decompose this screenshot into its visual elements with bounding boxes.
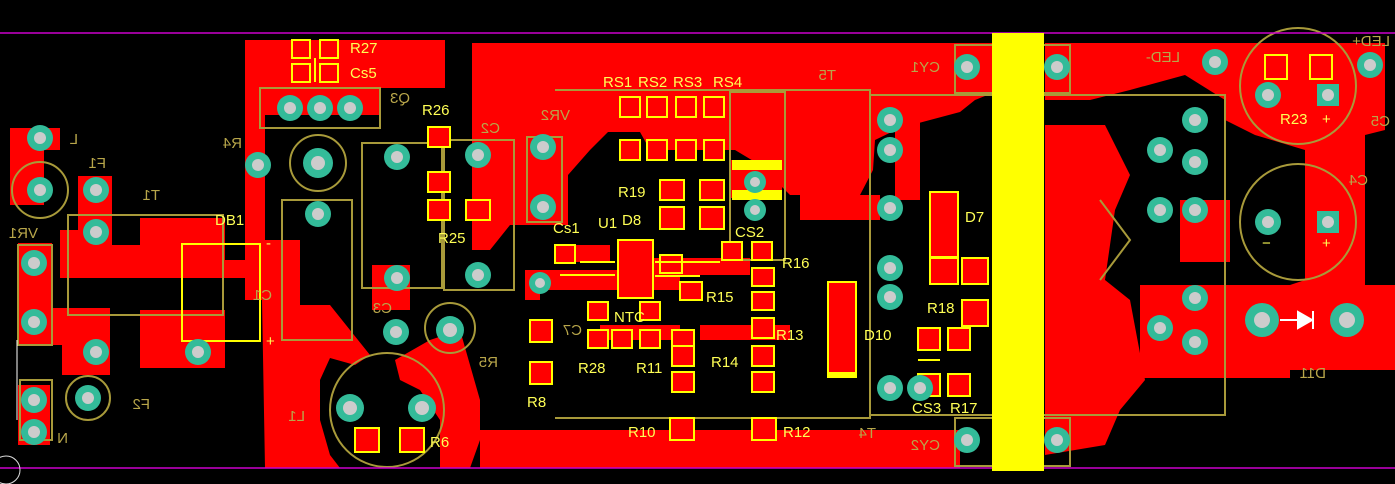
label-c4: C4 bbox=[1349, 172, 1368, 189]
label-t1: T1 bbox=[142, 187, 160, 204]
isolation-bar bbox=[992, 33, 1044, 471]
label-r11: R11 bbox=[636, 360, 662, 377]
d10-band bbox=[828, 372, 856, 378]
label-cs5: Cs5 bbox=[350, 65, 377, 82]
label-d11: D11 bbox=[1300, 365, 1326, 382]
label-led-plus: LED+ bbox=[1352, 33, 1390, 50]
label-r8: R8 bbox=[527, 394, 546, 411]
label-db1-minus: - bbox=[266, 235, 271, 252]
label-f2: F2 bbox=[132, 396, 150, 413]
label-c2: C2 bbox=[481, 120, 500, 137]
label-r25: R25 bbox=[438, 230, 466, 247]
label-ntc: NTC bbox=[614, 309, 645, 326]
label-plus-c4: + bbox=[1322, 235, 1331, 252]
label-c3: C3 bbox=[373, 300, 392, 317]
label-r17: R17 bbox=[950, 400, 978, 417]
label-vr2: VR2 bbox=[541, 107, 570, 124]
label-r15: R15 bbox=[706, 289, 734, 306]
label-led-minus: LED- bbox=[1146, 49, 1180, 66]
copper-d7-area bbox=[895, 120, 920, 200]
label-d10: D10 bbox=[864, 327, 892, 344]
label-r16: R16 bbox=[782, 255, 810, 272]
cs2-mark-2 bbox=[732, 190, 782, 200]
label-cs2: CS2 bbox=[735, 224, 764, 241]
label-d7: D7 bbox=[965, 209, 984, 226]
label-r18: R18 bbox=[927, 300, 955, 317]
label-c7: C7 bbox=[563, 322, 582, 339]
label-l: L bbox=[70, 131, 78, 148]
label-t4: T4 bbox=[858, 425, 876, 442]
label-r19: R19 bbox=[618, 184, 646, 201]
copper-top-right bbox=[1045, 43, 1395, 370]
label-d8: D8 bbox=[622, 212, 641, 229]
label-r28: R28 bbox=[578, 360, 606, 377]
label-r5: R5 bbox=[479, 354, 498, 371]
label-c5: C5 bbox=[1371, 113, 1390, 130]
board-outline bbox=[0, 32, 1395, 469]
label-r23: R23 bbox=[1280, 111, 1308, 128]
label-rs4: RS4 bbox=[713, 74, 742, 91]
labels-bottom: Q3 R4 C2 VR2 T5 CY1 LED- LED+ C5 C4 L F1… bbox=[9, 33, 1390, 454]
label-f1: F1 bbox=[88, 155, 106, 172]
label-l1: L1 bbox=[288, 408, 305, 425]
label-cs3: CS3 bbox=[912, 400, 941, 417]
label-r14: R14 bbox=[711, 354, 739, 371]
label-db1: DB1 bbox=[215, 212, 244, 229]
label-minus-c4: − bbox=[1262, 235, 1271, 252]
label-rs1: RS1 bbox=[603, 74, 632, 91]
label-vr1: VR1 bbox=[9, 225, 38, 242]
label-cs1: Cs1 bbox=[553, 220, 580, 237]
label-r13: R13 bbox=[776, 327, 804, 344]
label-r27: R27 bbox=[350, 40, 378, 57]
label-db1-plus: + bbox=[266, 333, 275, 350]
label-n: N bbox=[57, 430, 68, 447]
label-rs2: RS2 bbox=[638, 74, 667, 91]
label-u1: U1 bbox=[598, 215, 617, 232]
label-rs3: RS3 bbox=[673, 74, 702, 91]
copper-right-lower bbox=[1045, 125, 1145, 455]
copper-t5-trace bbox=[800, 195, 880, 220]
label-r26: R26 bbox=[422, 102, 450, 119]
label-r12: R12 bbox=[783, 424, 811, 441]
label-cy1: CY1 bbox=[911, 59, 940, 76]
labels-top: R27 Cs5 R26 R25 DB1 - + RS1 RS2 RS3 RS4 … bbox=[215, 40, 1331, 451]
label-t5: T5 bbox=[818, 67, 836, 84]
label-r4: R4 bbox=[223, 135, 242, 152]
copper-bottom-strip bbox=[480, 430, 960, 468]
copper-main-left bbox=[245, 40, 445, 468]
d11-diode-symbol bbox=[1280, 310, 1315, 330]
cs2-mark-1 bbox=[732, 160, 782, 170]
through-hole-pads bbox=[21, 49, 1383, 453]
label-r6: R6 bbox=[430, 434, 449, 451]
label-c1: C1 bbox=[253, 287, 272, 304]
label-q3: Q3 bbox=[390, 90, 410, 107]
copper-r6-block bbox=[395, 330, 480, 468]
copper-top-main bbox=[472, 43, 1000, 250]
label-plus-c5: + bbox=[1322, 111, 1331, 128]
label-cy2: CY2 bbox=[911, 437, 940, 454]
silk-top-lines bbox=[181, 58, 940, 361]
origin-marker bbox=[0, 455, 21, 484]
label-r10: R10 bbox=[628, 424, 656, 441]
